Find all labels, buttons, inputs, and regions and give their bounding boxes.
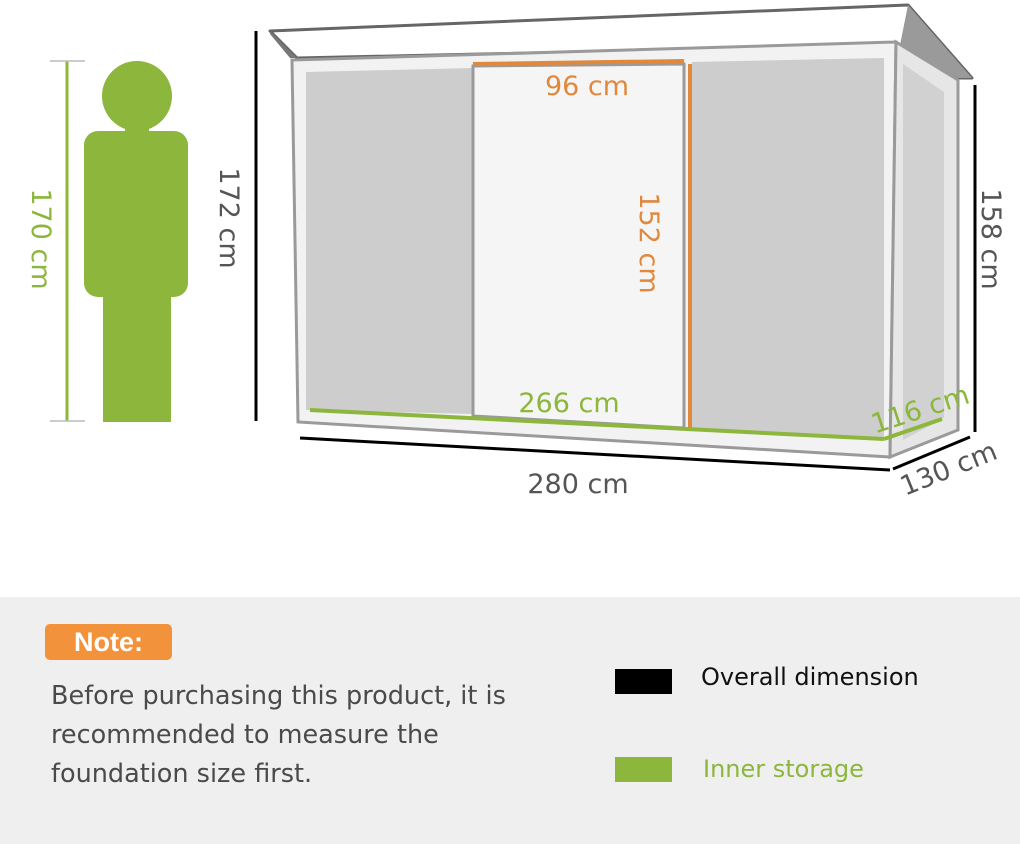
side-height-label: 158 cm (975, 188, 1006, 289)
legend-overall-swatch (615, 669, 672, 694)
overall-depth-line (892, 435, 971, 471)
shed-side-panel (903, 64, 944, 440)
person-height-ticks (50, 60, 85, 422)
door-width-label: 96 cm (545, 71, 629, 102)
legend-overall-label: Overall dimension (701, 663, 919, 691)
person-silhouette (84, 61, 188, 422)
legend-inner-swatch (615, 757, 672, 782)
person-height-label: 170 cm (25, 188, 56, 289)
legend-inner-label: Inner storage (703, 755, 864, 783)
shed-roof (268, 3, 974, 80)
shed-left-panel (306, 68, 473, 414)
overall-length-line (299, 436, 891, 472)
door-height-label: 152 cm (633, 192, 664, 293)
overall-height-label: 172 cm (213, 167, 244, 268)
shed-right-panel (692, 58, 884, 440)
inner-length-label: 266 cm (518, 388, 619, 419)
overall-length-label: 280 cm (527, 469, 628, 500)
inner-depth-line (883, 417, 943, 441)
inner-length-line (309, 408, 885, 441)
door-width-line (472, 59, 685, 66)
shed-dimension-diagram: 170 cm 172 cm 158 cm 96 cm 152 cm 266 cm… (25, 3, 1006, 502)
note-badge: Note: (45, 624, 172, 660)
note-text: Before purchasing this product, it is re… (51, 681, 506, 789)
note-panel: Note: Before purchasing this product, it… (0, 597, 1020, 844)
shed-drawing: 170 cm 172 cm 158 cm 96 cm 152 cm 266 cm… (25, 3, 1006, 502)
